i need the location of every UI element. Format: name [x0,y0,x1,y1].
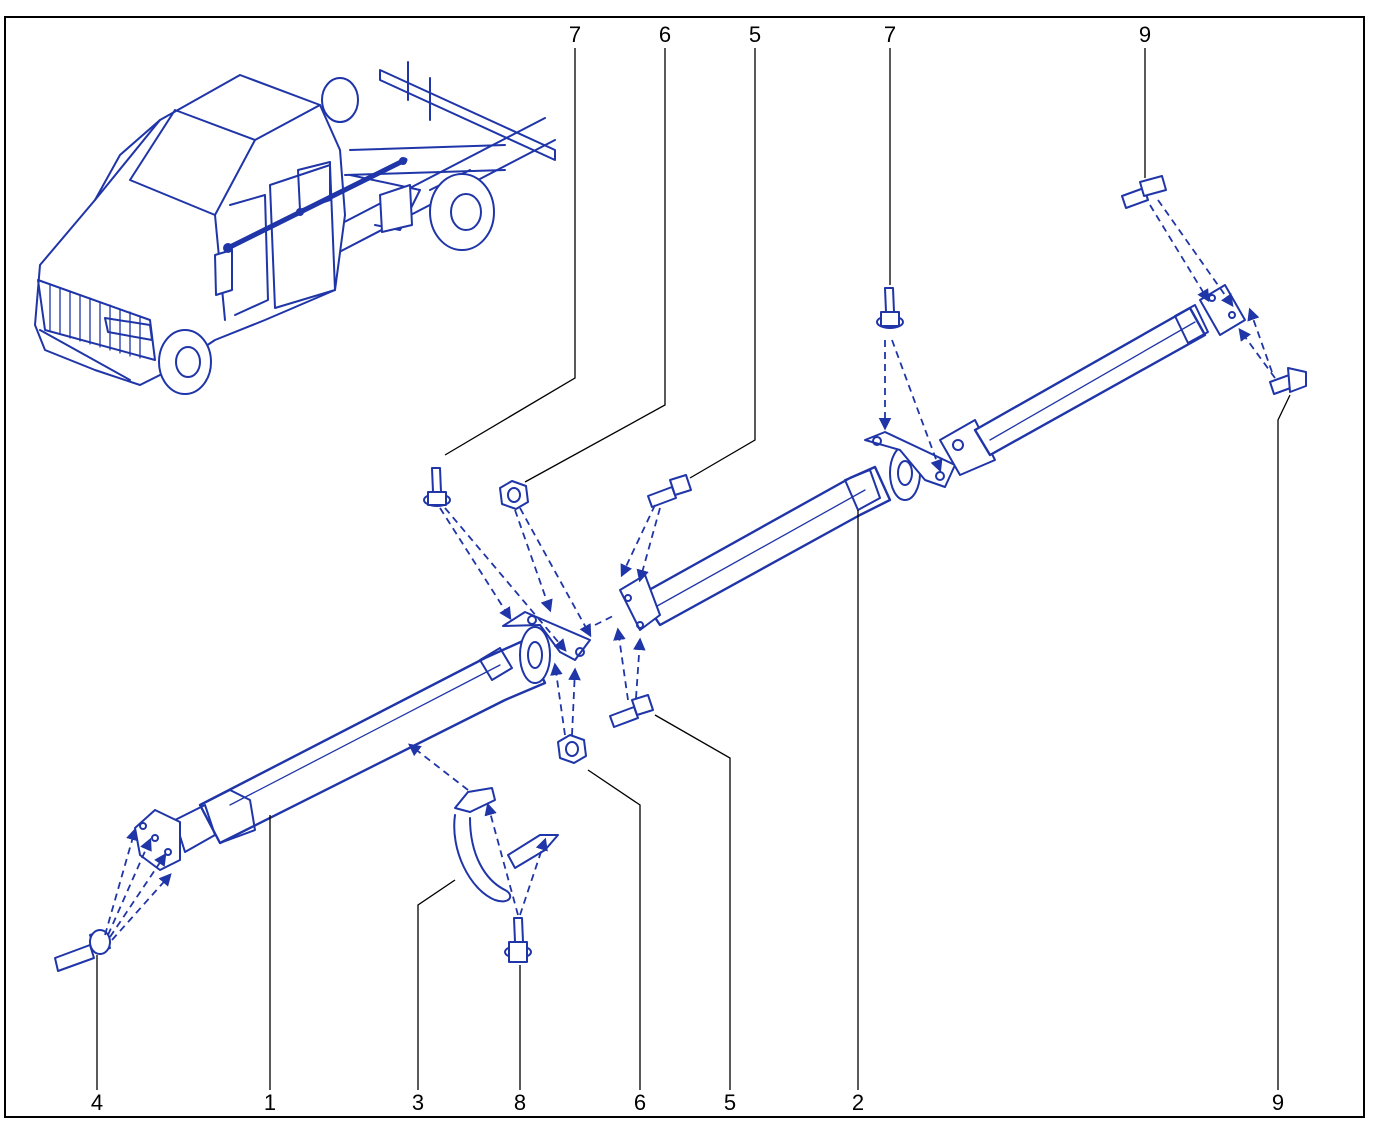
nut-6-bottom [557,734,587,764]
rear-propeller-shaft [619,284,1246,631]
flange-bolt-5-top [647,474,692,508]
assembly-direction-lines [104,199,1276,941]
nut-6-top [499,480,529,510]
callout-bottom-1: 1 [264,1090,276,1115]
diagram-frame [4,16,1365,1118]
callout-bottom-8: 8 [514,1090,526,1115]
callout-bottom-4: 4 [91,1090,103,1115]
callout-bottom-6: 6 [634,1090,646,1115]
vehicle-location-inset [34,61,556,395]
flange-bolt-4 [54,929,111,972]
bracket-bolt-8 [504,917,532,963]
callout-top-7-left: 7 [569,22,581,47]
support-bracket-3 [453,787,559,903]
flange-bolt-5-bottom [609,694,654,728]
callout-top-6: 6 [659,22,671,47]
callout-top-5: 5 [749,22,761,47]
callout-top-9: 9 [1139,22,1151,47]
callout-leaders [96,48,1291,1090]
front-propeller-shaft [134,611,591,871]
callout-labels: 7 6 5 7 9 4 1 3 8 6 5 2 9 [91,22,1284,1115]
callout-bottom-3: 3 [412,1090,424,1115]
flange-bolt-9-top [1121,175,1167,209]
callout-bottom-5: 5 [724,1090,736,1115]
callout-bottom-2: 2 [852,1090,864,1115]
flange-bolt-7-right [876,287,904,329]
flange-bolt-7-left [423,467,451,507]
flange-bolt-9-bottom [1269,367,1307,395]
callout-top-7-right: 7 [884,22,896,47]
callout-bottom-9: 9 [1272,1090,1284,1115]
